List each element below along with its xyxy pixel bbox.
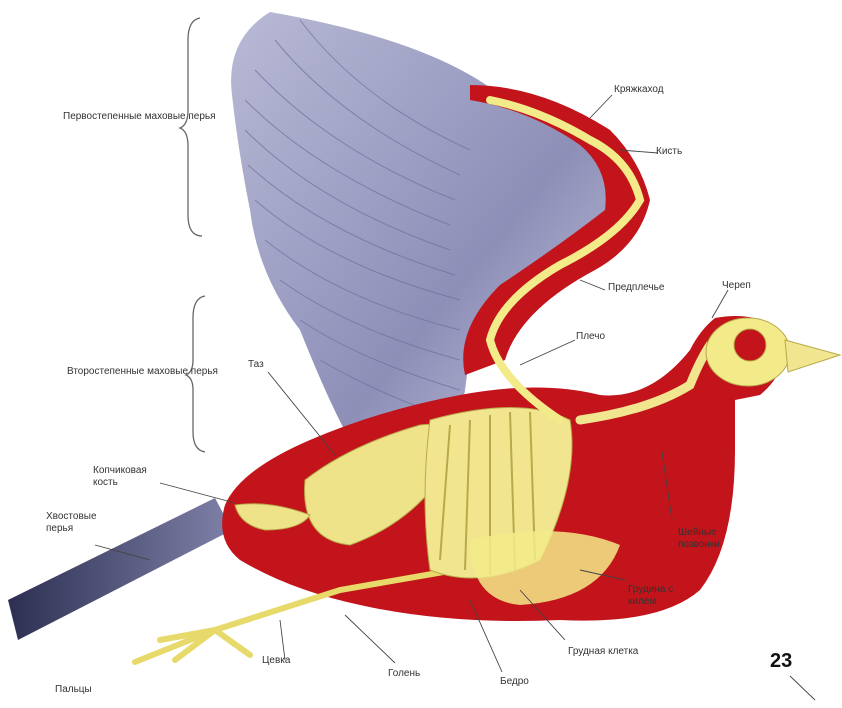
label-femur: Бедро xyxy=(500,676,529,688)
label-cervical-vertebrae: Шейные позвонки xyxy=(678,527,748,551)
label-tarsus: Цевка xyxy=(262,655,290,667)
eye-socket xyxy=(734,329,766,361)
label-humerus: Плечо xyxy=(576,331,605,343)
label-secondary-feathers: Второстепенные маховые перья xyxy=(67,366,218,378)
page-number: 23 xyxy=(770,650,792,673)
label-ribcage: Грудная клетка xyxy=(568,646,638,658)
label-pelvis: Таз xyxy=(248,359,264,371)
label-toes: Пальцы xyxy=(55,684,92,696)
label-hand: Кисть xyxy=(656,146,682,158)
primary-feathers-bracket xyxy=(180,18,202,236)
beak xyxy=(785,340,840,372)
label-forearm: Предплечье xyxy=(608,282,664,294)
label-skull: Череп xyxy=(722,280,751,292)
label-tail-feathers: Хвостовые перья xyxy=(46,511,116,535)
label-sternum: Грудина с килем xyxy=(628,584,698,608)
label-metacarpus: Кряжкаход xyxy=(614,84,664,96)
label-coccygeal-bone: Копчиковая кость xyxy=(93,465,173,489)
tail-feathers-shape xyxy=(8,498,232,640)
label-primary-feathers: Первостепенные маховые перья xyxy=(63,111,216,123)
label-tibia: Голень xyxy=(388,668,420,680)
